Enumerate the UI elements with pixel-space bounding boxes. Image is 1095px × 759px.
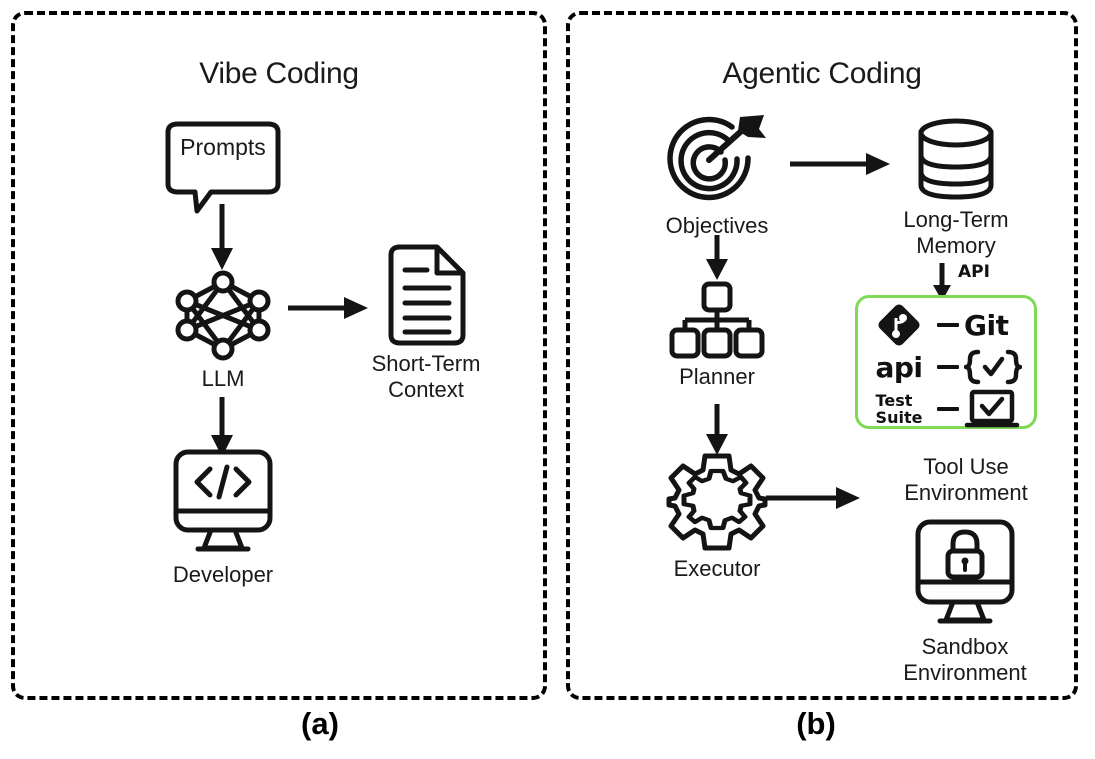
connector-dash [937,323,959,327]
panel-a-title: Vibe Coding [199,57,359,90]
arrow-llm-to-context [288,296,370,325]
developer-label: Developer [172,562,274,587]
connector-dash [937,407,959,411]
gear-icon [666,452,768,552]
tool-row-git: Git [866,304,1026,346]
short-term-context-label: Short-Term Context [371,351,481,402]
arrow-planner-to-executor [700,404,734,461]
node-objectives: Objectives [654,113,780,239]
speech-bubble-icon [159,120,287,216]
api-text-label: api [875,350,923,384]
long-term-memory-label: Long-Term Memory [903,207,1009,258]
tool-use-environment-label: Tool Use Environment [904,454,1028,505]
node-executor: Executor [657,452,777,582]
git-branch-icon [866,304,932,346]
tool-row-test-suite: Test Suite [866,388,1026,430]
git-label: Git [964,308,1009,342]
braces-check-icon [964,348,1026,386]
test-suite-label: Test Suite [875,391,923,427]
tools-box: Git api Test Suite [855,295,1037,429]
objectives-label: Objectives [665,213,769,238]
target-arrow-icon [664,113,770,209]
arrow-executor-to-tooluse [766,486,862,515]
connector-dash [937,365,959,369]
node-short-term-context: Short-Term Context [360,243,492,403]
node-long-term-memory: Long-Term Memory [893,117,1019,259]
arrow-llm-to-developer [205,397,239,464]
panel-a-caption: (a) [301,706,339,741]
laptop-check-icon [964,389,1026,429]
arrow-objectives-to-memory [790,152,892,181]
tool-left-test-suite: Test Suite [866,392,932,426]
neural-network-icon [171,268,275,362]
planner-label: Planner [679,364,755,389]
node-sandbox-environment: Sandbox Environment [895,518,1035,686]
database-icon [913,117,999,203]
llm-label: LLM [201,366,245,391]
monitor-code-icon [166,448,280,558]
arrow-prompts-to-llm [205,204,239,277]
panel-vibe-coding: Vibe Coding [11,11,547,700]
api-edge-label: API [958,262,990,282]
executor-label: Executor [673,556,761,581]
prompts-label: Prompts [180,134,266,160]
tool-right-git: Git [964,309,1026,342]
monitor-lock-icon [906,518,1024,630]
tool-row-api: api [866,346,1026,388]
arrow-memory-to-tools [928,263,956,308]
node-prompts: Prompts [159,120,287,216]
document-icon [383,243,469,347]
tool-left-api: api [866,351,932,384]
arrow-objectives-to-planner [700,235,734,286]
panel-b-title: Agentic Coding [722,57,922,90]
node-tool-use-environment: Tool Use Environment [876,450,1056,506]
node-llm: LLM [168,268,278,392]
node-planner: Planner [657,280,777,390]
node-developer: Developer [160,448,286,588]
sandbox-environment-label: Sandbox Environment [903,634,1027,685]
panel-b-caption: (b) [796,706,836,741]
hierarchy-tree-icon [666,280,768,360]
